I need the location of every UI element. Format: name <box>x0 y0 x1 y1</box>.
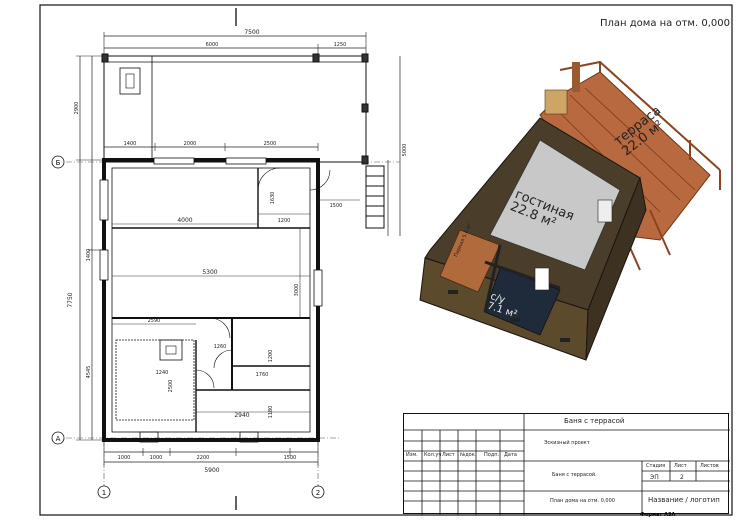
header-kol: Кол.уч <box>424 452 442 458</box>
dim-4000: 4000 <box>177 217 192 224</box>
dim-1630: 1630 <box>270 192 276 205</box>
dim-1760: 1760 <box>256 372 269 378</box>
dim-top2-2000: 2000 <box>184 141 197 147</box>
stage-label: Стадия <box>646 463 666 469</box>
header-podp: Подп. <box>484 452 500 458</box>
dim-1200: 1200 <box>278 218 291 224</box>
sheet-name: План дома на отм. 0,000 <box>550 498 615 504</box>
dim-5300: 5300 <box>202 269 217 276</box>
dim-left-4545: 4545 <box>86 366 92 379</box>
dim-2500: 2500 <box>168 380 174 393</box>
dim-bottom-total: 5900 <box>204 467 219 474</box>
sheet-value: 2 <box>680 474 684 481</box>
axis-b-label: Б <box>56 159 61 167</box>
dim-bottom-1000a: 1000 <box>118 455 131 461</box>
doc-name: Баня с террасой. <box>552 472 597 478</box>
sheet-title: План дома на отм. 0,000 <box>600 18 730 29</box>
header-ndok: №док. <box>460 452 477 458</box>
dim-top2-2500: 2500 <box>264 141 277 147</box>
dim-2590: 2590 <box>148 318 161 324</box>
axis-a-label: А <box>56 435 61 443</box>
stage-value: ЭП <box>650 474 659 481</box>
dim-bottom-1000b: 1000 <box>150 455 163 461</box>
header-data: Дата <box>504 452 517 458</box>
dim-3000: 3000 <box>294 284 300 297</box>
dim-top-total: 7500 <box>244 29 259 36</box>
sheet-label: Лист <box>674 463 687 469</box>
dim-1180: 1180 <box>268 406 274 419</box>
dim-top2-1400: 1400 <box>124 141 137 147</box>
dim-1260: 1260 <box>214 344 227 350</box>
dim-1200b: 1200 <box>268 350 274 363</box>
dim-right-5000: 5000 <box>402 144 408 157</box>
axis-2-label: 2 <box>316 489 320 497</box>
dim-left-2900: 2900 <box>74 102 80 115</box>
axis-1-label: 1 <box>102 489 106 497</box>
header-list: Лист <box>442 452 455 458</box>
dim-top-1250: 1250 <box>334 42 347 48</box>
dim-bottom-1500: 1500 <box>284 455 297 461</box>
stage-name: Эскизный проект <box>544 440 590 446</box>
sheets-label: Листов <box>700 463 719 469</box>
logo-text: Название / логотип <box>648 496 720 504</box>
dim-2940: 2940 <box>234 412 249 419</box>
title-block: Баня с террасой Эскизный проект Изм. Кол… <box>403 413 730 515</box>
header-izm: Изм. <box>406 452 418 458</box>
dim-left-7750: 7750 <box>67 292 74 307</box>
format-note: Формат А3А <box>640 512 676 518</box>
title-block-grid <box>404 414 730 515</box>
dim-top-6000: 6000 <box>206 42 219 48</box>
dim-bottom-2200: 2200 <box>197 455 210 461</box>
dim-1240: 1240 <box>156 370 169 376</box>
dim-left-1400: 1400 <box>86 249 92 262</box>
project-name: Баня с террасой <box>564 417 625 425</box>
dim-1500: 1500 <box>330 203 343 209</box>
